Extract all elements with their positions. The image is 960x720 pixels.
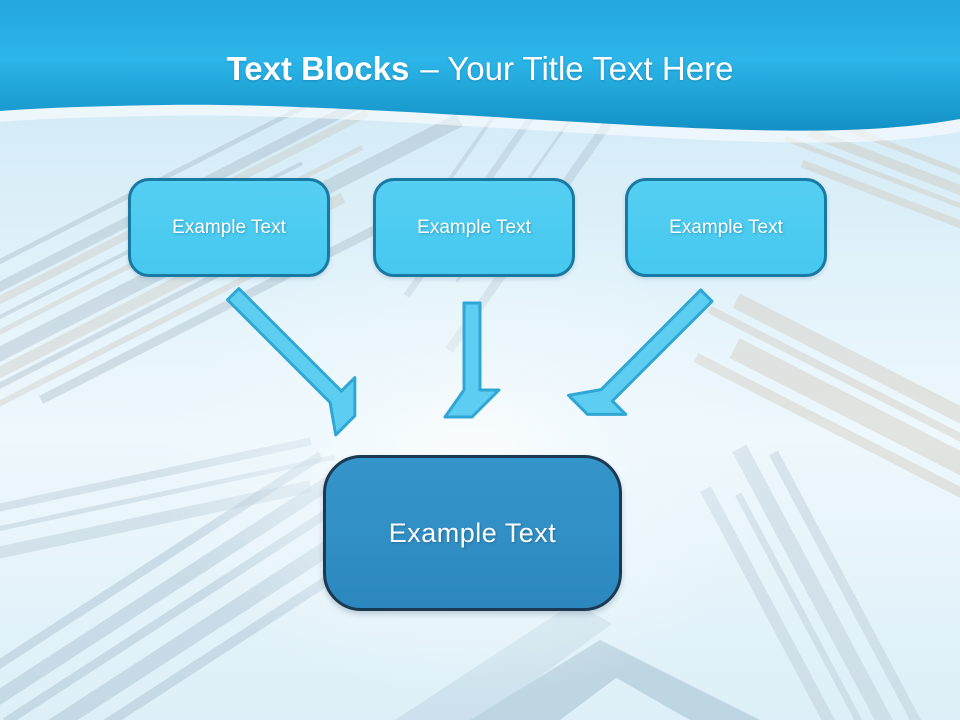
slide-title-regular: – Your Title Text Here	[420, 50, 734, 87]
arrow-down-right-icon[interactable]	[214, 275, 374, 437]
text-block-1[interactable]: Example Text	[128, 178, 330, 277]
arrow-down-icon[interactable]	[443, 301, 501, 419]
center-text-block-label: Example Text	[388, 517, 557, 548]
text-block-3[interactable]: Example Text	[625, 178, 827, 277]
header-wave	[0, 0, 960, 143]
center-text-block[interactable]: Example Text	[323, 455, 622, 611]
slide-title-bold: Text Blocks	[226, 50, 410, 87]
title-bar: Text Blocks – Your Title Text Here	[0, 0, 960, 150]
text-block-2-label: Example Text	[417, 216, 531, 238]
slide-title: Text Blocks – Your Title Text Here	[0, 50, 960, 88]
arrow-down-left-icon[interactable]	[567, 277, 726, 434]
text-block-3-label: Example Text	[669, 216, 783, 238]
text-block-1-label: Example Text	[172, 216, 286, 238]
text-block-2[interactable]: Example Text	[373, 178, 575, 277]
